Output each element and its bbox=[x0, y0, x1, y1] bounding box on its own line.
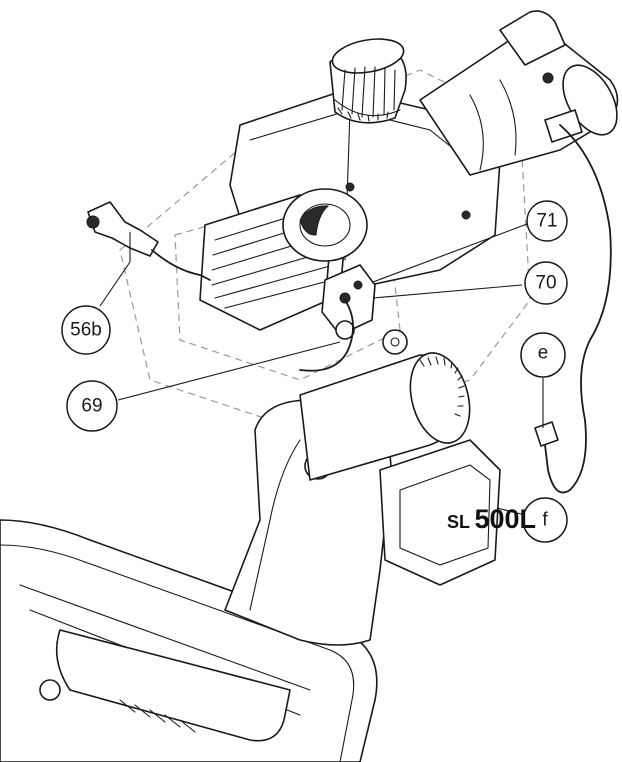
handle-tube bbox=[55, 629, 291, 742]
motor-gear-teeth bbox=[419, 356, 465, 417]
callout-e: e bbox=[520, 332, 566, 378]
gearbox-block-edge bbox=[399, 464, 491, 566]
callout-56b: 56b bbox=[61, 305, 111, 355]
terminal-nut bbox=[335, 320, 355, 340]
cable-56b bbox=[151, 249, 211, 281]
phantom-inner-outline bbox=[174, 199, 401, 381]
callout-70: 70 bbox=[524, 261, 568, 305]
terminal-screw bbox=[353, 280, 363, 290]
housing-screw bbox=[461, 210, 471, 220]
tube-rib bbox=[469, 79, 517, 171]
callout-69-label: 69 bbox=[81, 396, 102, 417]
model-label: SL 500L bbox=[447, 504, 536, 535]
leader-69 bbox=[117, 341, 341, 401]
callout-f: f bbox=[522, 497, 568, 543]
connector-plug bbox=[87, 201, 159, 257]
callout-71-label: 71 bbox=[536, 211, 557, 232]
base-bolt bbox=[39, 679, 61, 701]
knurled-knob-ridges bbox=[341, 66, 396, 118]
callout-e-label: e bbox=[538, 343, 549, 364]
housing-screw bbox=[345, 182, 355, 192]
bearing-flange-bore bbox=[299, 203, 351, 247]
tube-bracket bbox=[544, 109, 583, 143]
model-label-number: 500L bbox=[474, 504, 537, 534]
bearing-flange bbox=[282, 188, 368, 262]
leader-56b bbox=[99, 261, 131, 307]
cable-69 bbox=[299, 299, 354, 372]
idler-pulley bbox=[382, 329, 408, 355]
callout-70-label: 70 bbox=[535, 273, 556, 294]
leader-71 bbox=[372, 223, 528, 283]
gearbox-block bbox=[379, 439, 501, 586]
cable-right bbox=[544, 124, 612, 494]
tube-connector bbox=[542, 72, 554, 84]
base-frame-inner-edge bbox=[0, 544, 355, 762]
idler-pulley-hub bbox=[390, 337, 400, 347]
callout-56b-label: 56b bbox=[70, 320, 102, 341]
heatsink-fins bbox=[211, 211, 333, 309]
callout-71: 71 bbox=[526, 200, 568, 242]
cable-end-clip bbox=[534, 421, 559, 447]
support-column-edge bbox=[249, 439, 301, 611]
knurled-knob-top bbox=[331, 38, 405, 74]
top-cap-tube bbox=[499, 10, 566, 66]
leader-f bbox=[496, 507, 526, 516]
connector-plug-pin bbox=[86, 215, 100, 229]
knob-gear-ring bbox=[334, 99, 401, 122]
motor-end-cap bbox=[409, 352, 471, 444]
model-label-prefix: SL bbox=[447, 512, 471, 532]
leader-70 bbox=[372, 284, 523, 299]
callout-69: 69 bbox=[66, 380, 118, 432]
bearing-shadow bbox=[299, 205, 330, 236]
terminal-screw bbox=[339, 292, 351, 304]
callout-f-label: f bbox=[542, 510, 548, 531]
handle-tube-grip bbox=[119, 699, 196, 733]
